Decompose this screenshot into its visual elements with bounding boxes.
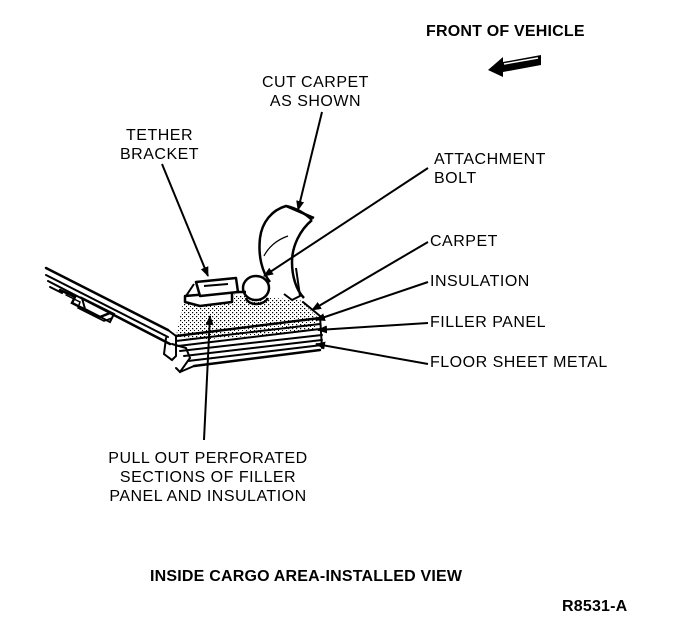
leader-carpet [311, 241, 429, 311]
leader-insulation [315, 281, 429, 321]
label-cut-carpet-line2: AS SHOWN [269, 93, 362, 110]
leader-floor-sheet-metal [315, 341, 429, 365]
label-tether-bracket: TETHER BRACKET [120, 126, 199, 164]
leader-attachment-bolt [263, 167, 429, 277]
label-pull-out-line1: PULL OUT PERFORATED [108, 450, 308, 467]
attachment-bolt [236, 274, 271, 306]
leader-tether-bracket [161, 163, 209, 277]
direction-arrow-icon [488, 55, 541, 77]
label-cut-carpet: CUT CARPET AS SHOWN [262, 73, 369, 111]
label-tether-bracket-line2: BRACKET [120, 146, 200, 163]
leader-pull-out [203, 315, 214, 441]
label-attachment-bolt: ATTACHMENT BOLT [434, 150, 546, 188]
figure-id: R8531-A [562, 598, 628, 615]
figure-caption: INSIDE CARGO AREA-INSTALLED VIEW [150, 568, 463, 585]
leader-filler-panel [317, 322, 429, 334]
label-attachment-bolt-line1: ATTACHMENT [434, 151, 546, 168]
label-filler-panel: FILLER PANEL [430, 314, 546, 331]
leader-cut-carpet [296, 111, 323, 211]
label-cut-carpet-line1: CUT CARPET [262, 74, 369, 91]
leader-lines [161, 111, 429, 441]
label-pull-out-line3: PANEL AND INSULATION [109, 488, 307, 505]
label-tether-bracket-line1: TETHER [126, 127, 194, 144]
label-front-of-vehicle: FRONT OF VEHICLE [426, 23, 585, 40]
label-attachment-bolt-line2: BOLT [434, 170, 477, 187]
label-insulation: INSULATION [430, 273, 530, 290]
carpet-flap [258, 204, 315, 301]
label-carpet: CARPET [430, 233, 498, 250]
label-pull-out: PULL OUT PERFORATED SECTIONS OF FILLER P… [92, 449, 324, 506]
label-pull-out-line2: SECTIONS OF FILLER [119, 469, 297, 486]
label-floor-sheet-metal: FLOOR SHEET METAL [430, 354, 608, 371]
tether-bracket [183, 276, 240, 308]
floor-layers [44, 266, 323, 374]
